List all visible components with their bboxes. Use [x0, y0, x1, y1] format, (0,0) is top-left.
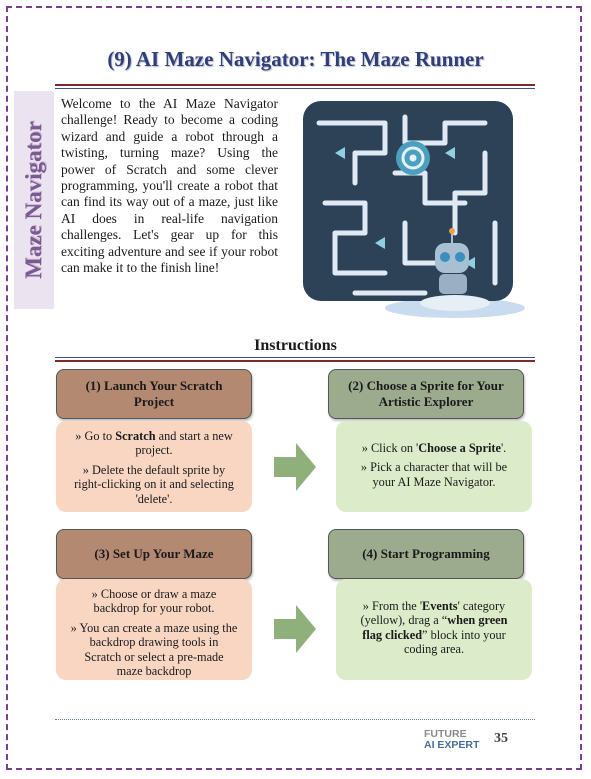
instructions-rule: [55, 360, 535, 362]
step-3-bullet-1: » Choose or draw a maze backdrop for you…: [91, 587, 217, 616]
step-1-title: (1) Launch Your Scratch Project: [56, 369, 252, 419]
intro-paragraph: Welcome to the AI Maze Navigator challen…: [61, 96, 278, 276]
instructions-rule-thin: [55, 357, 535, 358]
step-2-bullet-1: » Click on 'Choose a Sprite'.: [361, 441, 507, 455]
step-4-title: (4) Start Programming: [328, 529, 524, 579]
instructions-heading: Instructions: [254, 337, 337, 354]
step-2-body: » Click on 'Choose a Sprite'. » Pick a c…: [336, 421, 532, 512]
side-tab-label: Maze Navigator: [21, 121, 46, 279]
page-number: 35: [494, 731, 508, 746]
brand-line-1: FUTURE: [424, 728, 467, 740]
step-1-body: » Go to Scratch and start a new project.…: [56, 421, 252, 512]
step-2-bullet-2: » Pick a character that will be your AI …: [360, 460, 508, 489]
step-3-bullet-2: » You can create a maze using the backdr…: [70, 620, 238, 679]
brand-line-2: AI EXPERT: [424, 739, 480, 751]
title-rule-thin: [55, 88, 535, 89]
maze-robot-illustration: [303, 101, 525, 318]
arrow-right-icon: [274, 605, 316, 653]
step-3-body: » Choose or draw a maze backdrop for you…: [56, 579, 252, 680]
page-border: [6, 6, 582, 770]
page-title: (9) AI Maze Navigator: The Maze Runner: [107, 47, 484, 71]
step-1-bullet-1: » Go to Scratch and start a new project.: [75, 429, 233, 458]
brand-logo: FUTURE AI EXPERT: [424, 729, 486, 751]
step-4-text: » From the 'Events' category (yellow), d…: [360, 599, 508, 657]
step-3-title: (3) Set Up Your Maze: [56, 529, 252, 579]
footer-rule: [55, 719, 535, 720]
title-rule: [55, 84, 535, 86]
arrow-right-icon: [274, 443, 316, 491]
step-2-title: (2) Choose a Sprite for Your Artistic Ex…: [328, 369, 524, 419]
step-1-bullet-2: » Delete the default sprite by right-cli…: [74, 462, 234, 506]
side-tab: Maze Navigator: [14, 91, 54, 309]
step-4-body: » From the 'Events' category (yellow), d…: [336, 579, 532, 680]
